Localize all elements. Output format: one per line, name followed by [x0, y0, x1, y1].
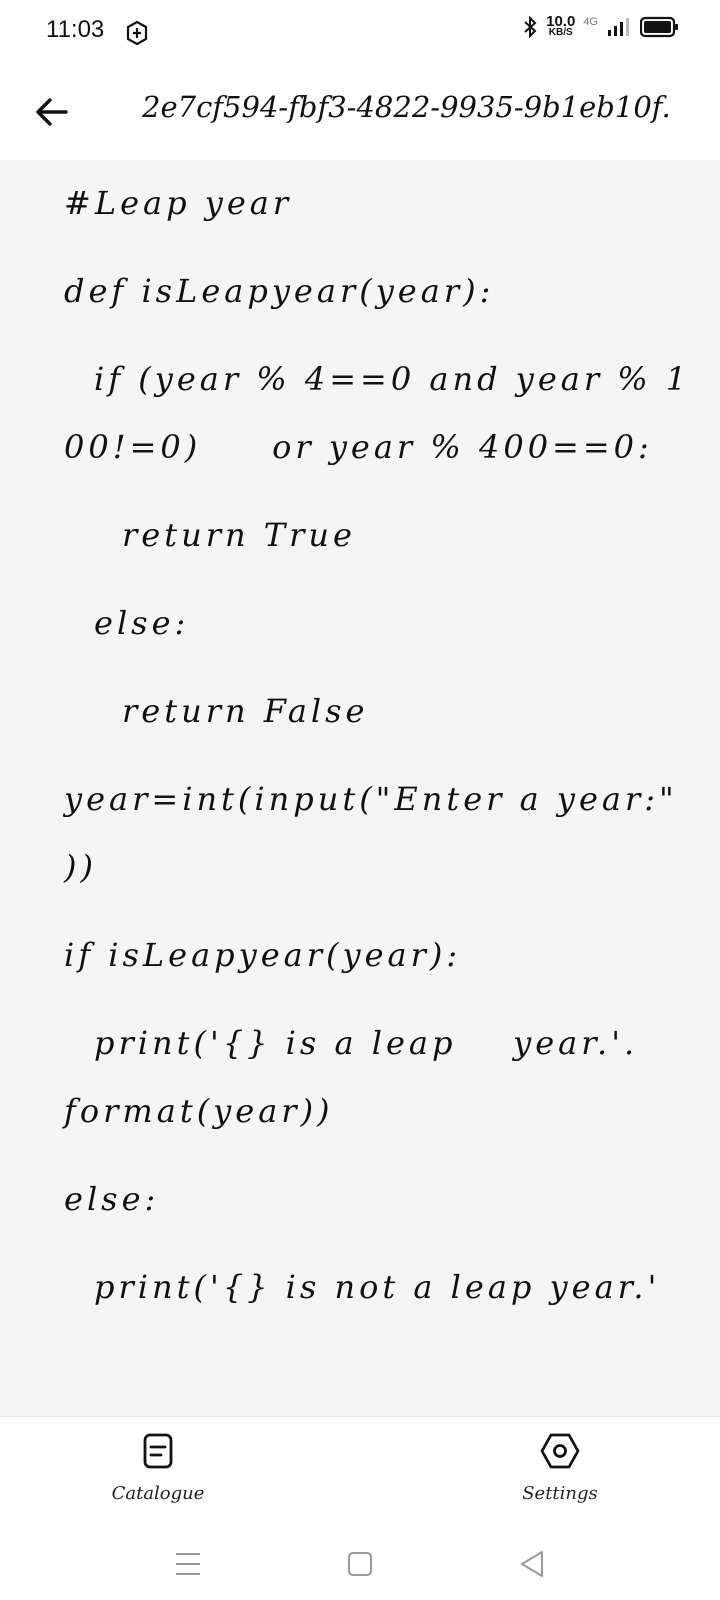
- settings-button[interactable]: Settings: [490, 1429, 630, 1504]
- signal-icon: [608, 18, 629, 36]
- catalogue-label: Catalogue: [111, 1483, 205, 1504]
- status-time: 11:03: [46, 16, 105, 43]
- code-line: else:: [64, 1180, 160, 1218]
- status-bar: 11:03 10.0 KB/S 4G: [0, 0, 720, 64]
- code-line: def isLeapyear(year):: [64, 272, 495, 310]
- catalogue-icon: [143, 1433, 173, 1469]
- network-speed: 10.0 KB/S: [546, 13, 576, 38]
- code-line: print('{} is not a leap year.': [94, 1268, 661, 1306]
- settings-label: Settings: [522, 1483, 598, 1504]
- bottom-nav: Catalogue Settings: [0, 1416, 720, 1527]
- code-line: return False: [122, 692, 369, 730]
- code-line: if (year % 4==0 and year % 1: [94, 360, 691, 398]
- code-line: if isLeapyear(year):: [64, 936, 462, 974]
- system-nav-bar: [0, 1526, 720, 1600]
- document-content[interactable]: #Leap year def isLeapyear(year): if (yea…: [0, 160, 720, 1416]
- back-triangle-icon[interactable]: [512, 1544, 552, 1584]
- menu-icon[interactable]: [168, 1544, 208, 1584]
- code-line: print('{} is a leap year.'.: [94, 1024, 639, 1062]
- back-arrow-icon: [36, 98, 68, 126]
- network-speed-value: 10.0: [546, 13, 576, 30]
- network-speed-unit: KB/S: [548, 27, 573, 38]
- status-indicators: 10.0 KB/S 4G: [522, 13, 680, 38]
- code-line: )): [64, 848, 97, 886]
- settings-icon: [540, 1433, 580, 1469]
- back-button[interactable]: [28, 88, 76, 136]
- code-line: year=int(input("Enter a year:": [64, 780, 678, 818]
- code-line: format(year)): [64, 1092, 334, 1130]
- app-header: 2e7cf594-fbf3-4822-9935-9b1eb10f.: [0, 64, 720, 160]
- code-line: return True: [122, 516, 356, 554]
- home-icon[interactable]: [340, 1544, 380, 1584]
- code-line: else:: [94, 604, 190, 642]
- catalogue-button[interactable]: Catalogue: [88, 1429, 228, 1504]
- battery-icon: [640, 16, 678, 38]
- code-line: 00!=0) or year % 400==0:: [64, 428, 653, 466]
- bluetooth-icon: [524, 16, 537, 38]
- document-title: 2e7cf594-fbf3-4822-9935-9b1eb10f.: [142, 90, 671, 124]
- vpn-icon: [126, 20, 148, 46]
- network-type: 4G: [583, 16, 598, 28]
- code-line: #Leap year: [64, 184, 293, 222]
